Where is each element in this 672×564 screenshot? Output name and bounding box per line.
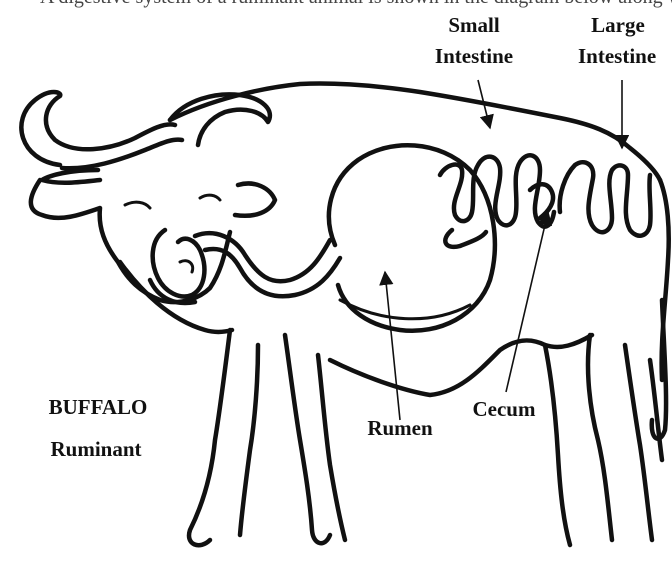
front-leg-right-back — [318, 355, 345, 540]
right-eye — [200, 195, 220, 200]
left-horn — [21, 92, 175, 165]
front-leg-left-back — [240, 345, 258, 535]
arrow-cecum — [506, 212, 548, 392]
label-small: Small — [446, 10, 502, 41]
label-large: Large — [590, 10, 646, 41]
hind-leg-left-front — [588, 335, 612, 540]
left-eye — [125, 202, 150, 208]
label-animal-name: BUFFALO — [44, 392, 152, 423]
rumen-outline — [329, 145, 495, 331]
label-small-intestine: Intestine — [426, 41, 522, 72]
hind-leg-left — [545, 345, 570, 545]
label-rumen: Rumen — [358, 413, 442, 444]
small-intestine-coils — [440, 155, 554, 226]
label-cecum: Cecum — [462, 394, 546, 425]
arrow-rumen — [385, 272, 400, 420]
muzzle-loop — [153, 230, 205, 296]
left-ear — [42, 170, 100, 183]
label-animal-category: Ruminant — [48, 434, 144, 465]
nostril — [180, 261, 193, 272]
front-leg-right — [285, 335, 330, 543]
large-intestine-coils — [560, 162, 651, 235]
hind-leg-right — [625, 345, 652, 540]
small-intestine-coils-inner — [445, 230, 486, 247]
label-large-intestine: Intestine — [578, 41, 672, 72]
back-line — [170, 83, 660, 180]
right-ear — [235, 183, 275, 215]
front-leg-left — [189, 330, 230, 545]
